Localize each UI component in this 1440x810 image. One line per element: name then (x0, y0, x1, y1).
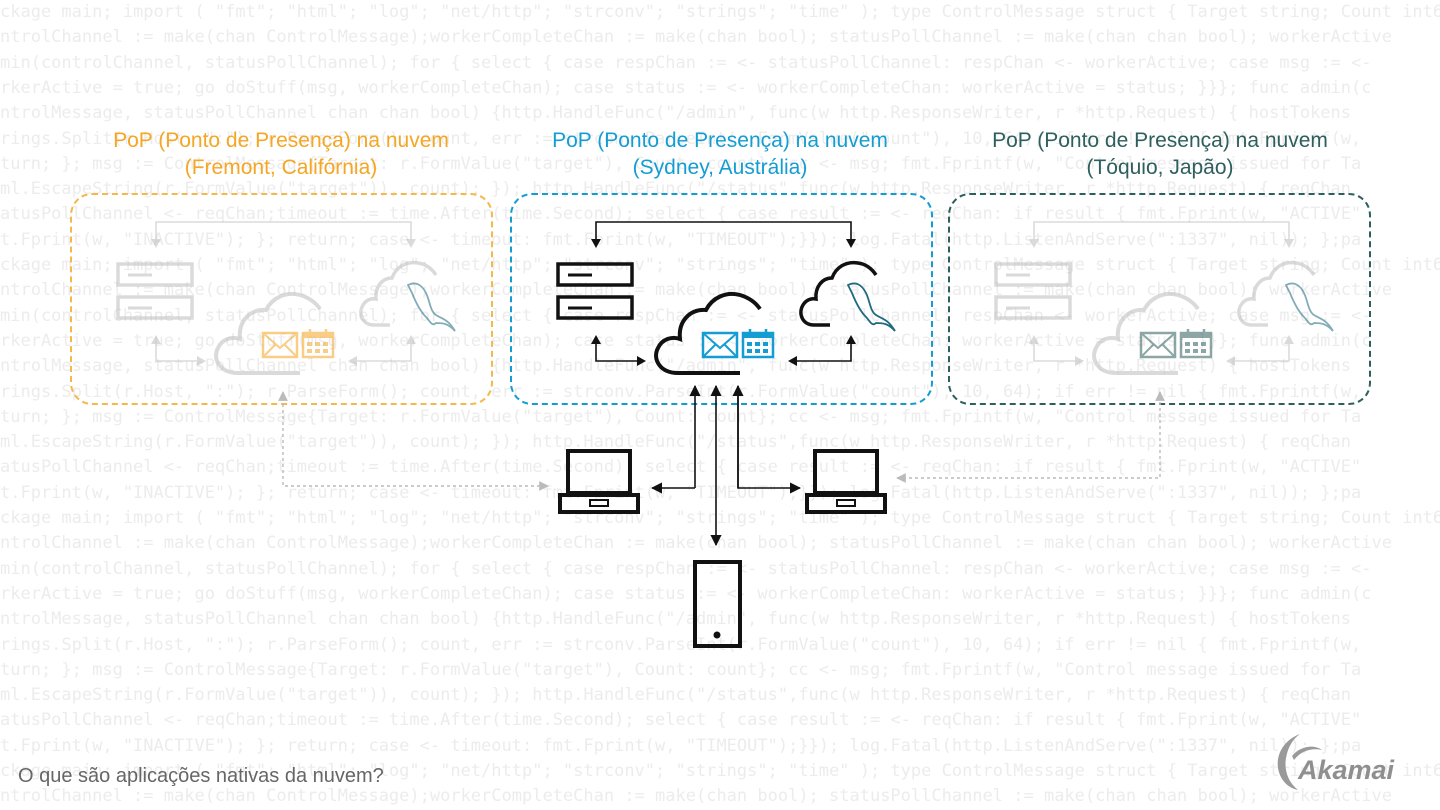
background-code-line: t.Fprint(w, "INACTIVE"); }; return; case… (0, 229, 1362, 250)
remote-pop-links (278, 391, 1165, 491)
background-code-line: rkerActive = true; go doStuff(msg, worke… (0, 583, 1372, 604)
akamai-logo[interactable]: Akamai (1270, 732, 1430, 797)
background-code-line: t.Fprint(w, "INACTIVE"); }; return; case… (0, 735, 1362, 756)
pop-title-tokyo: PoP (Ponto de Presença) na nuvem (Tóquio… (940, 127, 1380, 181)
background-code-line: rings.Split(r.Host, ":"); r.ParseForm();… (0, 128, 1362, 149)
background-code-line: rkerActive = true; go doStuff(msg, worke… (0, 330, 1372, 351)
background-code-line: ntrolChannel := make(chan ControlMessage… (0, 533, 1392, 554)
pop-title-line2: (Fremont, Califórnia) (184, 156, 378, 179)
footer-question: O que são aplicações nativas da nuvem? (18, 765, 384, 787)
pop-title-sydney: PoP (Ponto de Presença) na nuvem (Sydney… (500, 127, 940, 181)
laptop-icon (805, 449, 887, 514)
background-code-line: rings.Split(r.Host, ":"); r.ParseForm();… (0, 381, 1362, 402)
akamai-logo-icon: Akamai (1277, 734, 1395, 790)
background-code-line: turn; }; msg := ControlMessage{Target: r… (0, 153, 1362, 174)
pop-title-line2: (Tóquio, Japão) (1086, 156, 1234, 179)
background-code-line: ntrolChannel := make(chan ControlMessage… (0, 27, 1392, 48)
client-links (650, 384, 802, 547)
background-code-line: ckage main; import ( "fmt"; "html"; "log… (0, 761, 1440, 781)
mobile-phone-icon (693, 560, 742, 648)
background-code-line: rings.Split(r.Host, ":"); r.ParseForm();… (0, 634, 1362, 655)
background-code-line: min(controlChannel, statusPollChannel); … (0, 52, 1372, 73)
background-code-line: rkerActive = true; go doStuff(msg, worke… (0, 77, 1372, 98)
background-code-line: turn; }; msg := ControlMessage{Target: r… (0, 659, 1362, 680)
background-code-line: ml.EscapeString(r.FormValue("target")), … (0, 685, 1352, 706)
laptop-icon (558, 449, 640, 514)
pop-content-fremont (116, 220, 457, 375)
background-code-line: min(controlChannel, statusPollChannel); … (0, 305, 1372, 326)
pop-title-line2: (Sydney, Austrália) (632, 156, 808, 179)
background-code-line: min(controlChannel, statusPollChannel); … (0, 558, 1372, 579)
background-code-line: atusPollChannel <- reqChan;timeout := ti… (0, 710, 1362, 731)
background-code-line: ckage main; import ( "fmt"; "html"; "log… (0, 2, 1440, 22)
pop-title-line1: PoP (Ponto de Presença) na nuvem (113, 129, 449, 152)
pop-content-tokyo (994, 220, 1335, 375)
pop-title-line1: PoP (Ponto de Presença) na nuvem (552, 129, 888, 152)
svg-text:Akamai: Akamai (1297, 755, 1395, 785)
pop-title-line1: PoP (Ponto de Presença) na nuvem (992, 129, 1328, 152)
background-code-line: atusPollChannel <- reqChan;timeout := ti… (0, 204, 1362, 225)
background-code-line: ntrolChannel := make(chan ControlMessage… (0, 786, 1392, 807)
pop-title-fremont: PoP (Ponto de Presença) na nuvem (Fremon… (61, 127, 501, 181)
background-code-line: ntrolMessage, statusPollChannel chan cha… (0, 609, 1352, 630)
pop-content-sydney (556, 220, 897, 375)
background-code-line: ntrolMessage, statusPollChannel chan cha… (0, 103, 1352, 124)
